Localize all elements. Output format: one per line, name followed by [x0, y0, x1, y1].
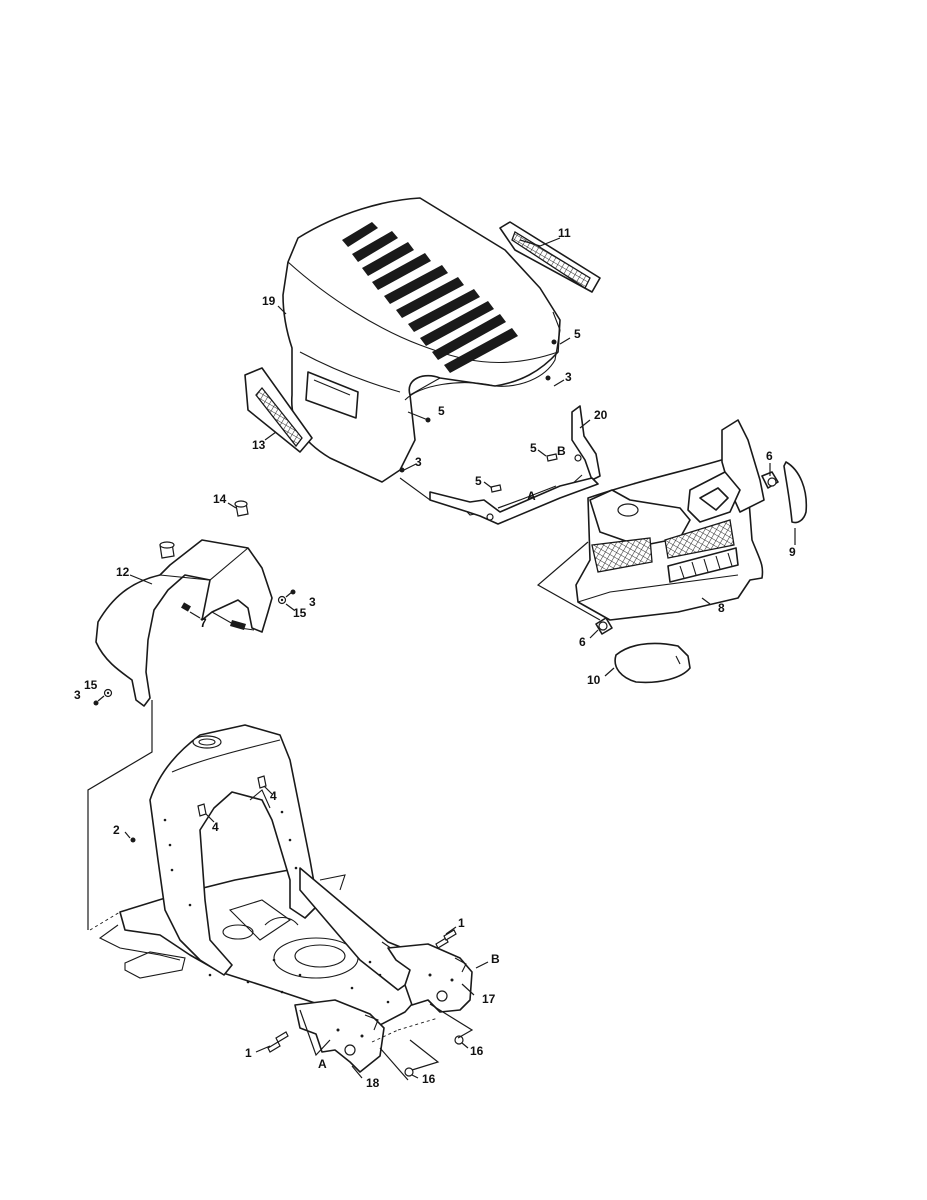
callout-3-d: 3: [74, 688, 81, 702]
callout-3-c: 3: [309, 595, 316, 609]
callout-15-b: 15: [84, 678, 98, 692]
nut-16a: [454, 1035, 464, 1045]
callout-6-a: 6: [766, 449, 773, 463]
callout-16-b: 16: [422, 1072, 436, 1086]
callout-labels: 11 19 5 3 13 5 3 20 5 B 5 A 6 9 8 6 10 1…: [74, 226, 796, 1090]
callout-1-a: 1: [458, 916, 465, 930]
callout-9: 9: [789, 545, 796, 559]
callout-14: 14: [213, 492, 227, 506]
callout-1-b: 1: [245, 1046, 252, 1060]
headlight-lens: [783, 461, 808, 524]
callout-11: 11: [558, 226, 571, 240]
callout-4-b: 4: [212, 820, 219, 834]
callout-13: 13: [252, 438, 266, 452]
callout-6-b: 6: [579, 635, 586, 649]
bolts-1-lower: [267, 1031, 289, 1053]
side-grille-right: [499, 221, 601, 293]
callout-5-a: 5: [574, 327, 581, 341]
tractor-frame: [98, 724, 421, 1026]
callout-2: 2: [113, 823, 120, 837]
dashed-alignment-lines: [89, 911, 439, 1043]
callout-3-b: 3: [415, 455, 422, 469]
callout-20: 20: [594, 408, 608, 422]
washer-15-right: [277, 595, 287, 605]
front-bumper: [575, 419, 765, 621]
washer-15-left: [103, 688, 113, 698]
callout-17: 17: [482, 992, 496, 1006]
callout-ref-a-upper: A: [527, 489, 536, 503]
knob-lower: [595, 617, 613, 635]
knob-14b: [159, 541, 175, 559]
hood-hinge-bracket-18: [294, 999, 385, 1073]
leader-lines: [87, 237, 796, 1081]
knob-14: [234, 500, 249, 517]
callout-ref-b-upper: B: [557, 444, 566, 458]
callout-5-b: 5: [438, 404, 445, 418]
callout-4-a: 4: [270, 789, 277, 803]
callout-7: 7: [200, 616, 207, 630]
callout-15-a: 15: [293, 606, 307, 620]
hood-fasteners: [399, 339, 558, 493]
clip-7: [181, 602, 191, 612]
hood-hinge-bracket-17: [387, 943, 473, 1013]
hood-bracket: [429, 405, 601, 525]
callout-16-a: 16: [470, 1044, 484, 1058]
screw-3-right: [285, 589, 296, 598]
bolts-1-upper: [435, 929, 457, 949]
hood-vent-slots: [342, 222, 518, 373]
callout-12: 12: [116, 565, 130, 579]
callout-5-c: 5: [530, 441, 537, 455]
callout-ref-b-lower: B: [491, 952, 500, 966]
callout-18: 18: [366, 1076, 380, 1090]
screw-3-left: [93, 695, 105, 706]
callout-ref-a-lower: A: [318, 1057, 327, 1071]
knob-upper: [761, 471, 779, 489]
callout-10: 10: [587, 673, 601, 687]
callout-19: 19: [262, 294, 276, 308]
dash-panel: [95, 539, 273, 707]
hood: [282, 197, 583, 523]
nut-16b: [404, 1067, 414, 1077]
callout-5-d: 5: [475, 474, 482, 488]
bumper-plate: [614, 642, 691, 684]
callout-8: 8: [718, 601, 725, 615]
side-grille-left: [244, 367, 313, 453]
callout-3-a: 3: [565, 370, 572, 384]
